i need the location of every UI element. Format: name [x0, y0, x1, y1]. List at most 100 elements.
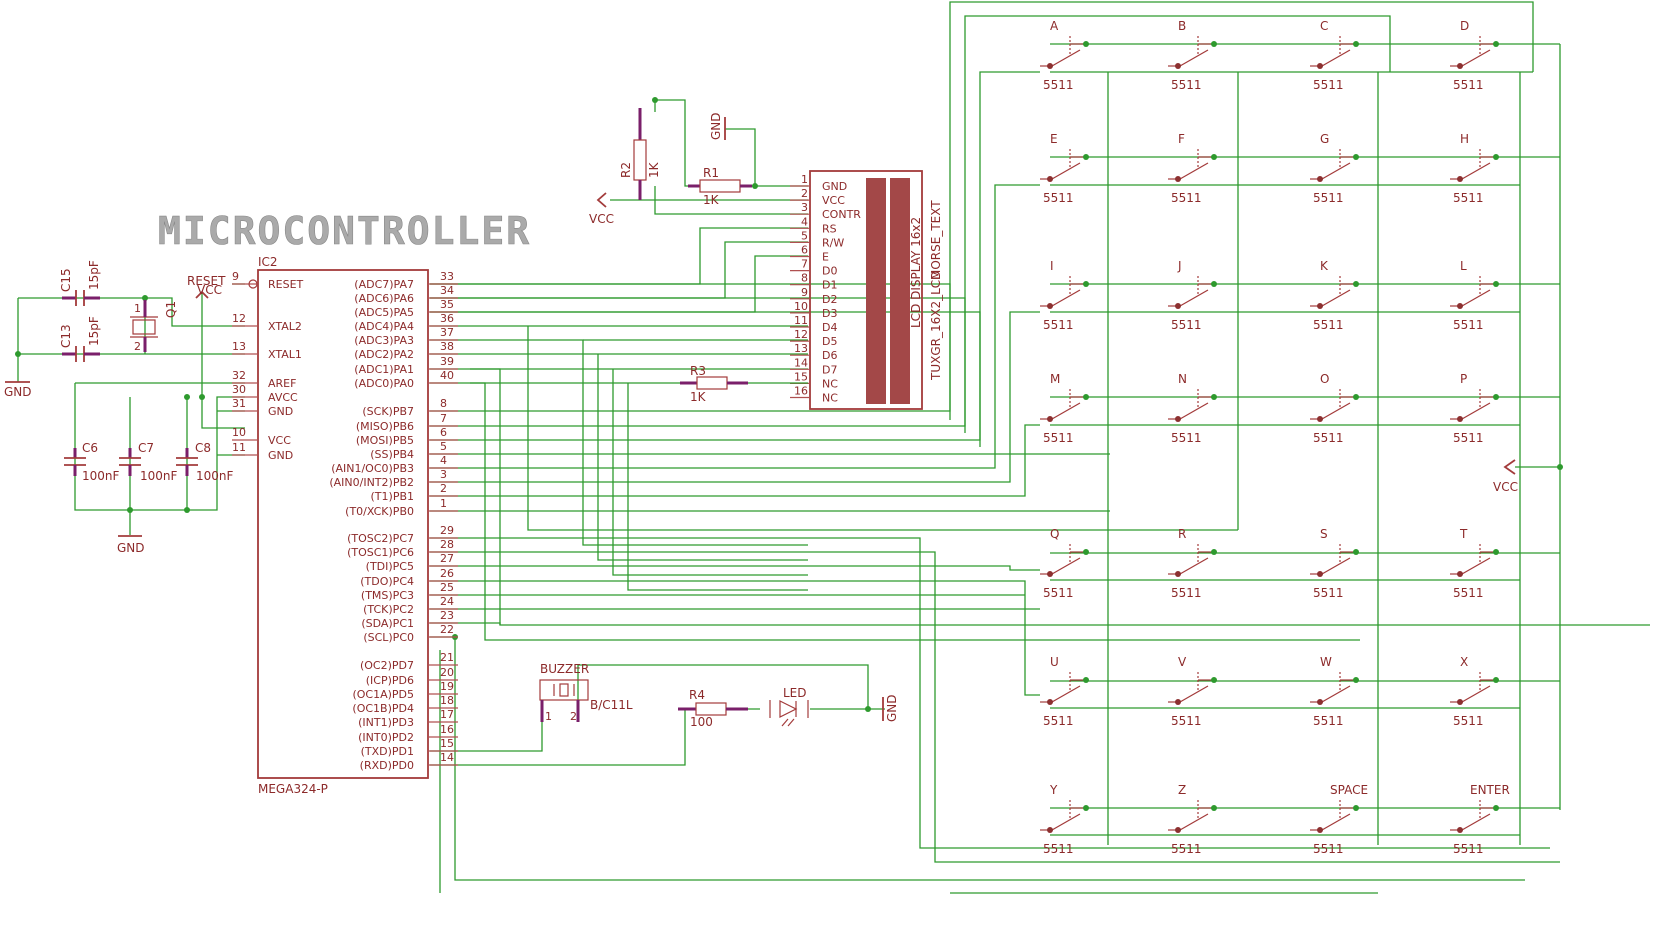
- key-node: [1083, 805, 1089, 811]
- key-contact: [1179, 402, 1209, 420]
- key-label: ENTER: [1470, 783, 1510, 797]
- key-contact: [1051, 289, 1081, 307]
- lcd-pin-number: 2: [801, 187, 808, 200]
- key-label: I: [1050, 259, 1054, 273]
- lcd-pin-number: 10: [794, 300, 808, 313]
- key-contact: [1179, 162, 1209, 180]
- key-contact: [1179, 557, 1209, 575]
- lcd-pin-name: D6: [822, 349, 837, 362]
- mcu-ic2: IC2 MEGA324-P 9RESET12XTAL213XTAL132AREF…: [232, 255, 458, 796]
- reset-label: RESET: [187, 274, 226, 288]
- mcu-right-pin-name: (MISO)PB6: [356, 420, 414, 433]
- key-part: 5511: [1453, 586, 1484, 600]
- lcd-pin-number: 5: [801, 229, 808, 242]
- mcu-left-pin-number: 32: [232, 369, 246, 382]
- key-node: [1083, 281, 1089, 287]
- key-node: [1211, 805, 1217, 811]
- key-part: 5511: [1043, 431, 1074, 445]
- key-label: L: [1460, 259, 1467, 273]
- c13-value: 15pF: [87, 316, 101, 346]
- key-node: [1083, 41, 1089, 47]
- key-label: M: [1050, 372, 1060, 386]
- key-part: 5511: [1313, 586, 1344, 600]
- lcd-pin-number: 12: [794, 328, 808, 341]
- mcu-right-pin-name: (ADC1)PA1: [354, 363, 414, 376]
- mcu-right-pin-name: (T0/XCK)PB0: [345, 505, 414, 518]
- mcu-part: MEGA324-P: [258, 782, 328, 796]
- key-label: O: [1320, 372, 1329, 386]
- reset-inversion-bubble: [248, 279, 258, 289]
- key-part: 5511: [1171, 842, 1202, 856]
- key-switch: M 5511: [1040, 372, 1089, 445]
- capacitor-c8: C8 100nF: [176, 441, 234, 483]
- mcu-right-pin-name: (TDI)PC5: [366, 560, 414, 573]
- q1-ref: Q1: [164, 301, 178, 318]
- r3-value: 1K: [690, 390, 707, 404]
- key-label: Y: [1049, 783, 1058, 797]
- key-label: A: [1050, 19, 1059, 33]
- key-part: 5511: [1171, 191, 1202, 205]
- mcu-right-pin-number: 39: [440, 355, 454, 368]
- mcu-left-pins: 9RESET12XTAL213XTAL132AREF30AVCC31GND10V…: [232, 270, 304, 462]
- key-node: [1317, 63, 1323, 69]
- mcu-left-pin-number: 12: [232, 312, 246, 325]
- mcu-right-pin-number: 7: [440, 412, 447, 425]
- r4-value: 100: [690, 715, 713, 729]
- key-node: [1211, 154, 1217, 160]
- schematic-title: MICROCONTROLLER: [158, 209, 531, 253]
- key-node: [1083, 394, 1089, 400]
- key-label: C: [1320, 19, 1328, 33]
- key-node: [1047, 63, 1053, 69]
- c8-ref: C8: [195, 441, 211, 455]
- resistor-r2: R2 1K: [619, 108, 661, 200]
- key-node: [1493, 677, 1499, 683]
- mcu-left-pin-name: RESET: [268, 278, 304, 291]
- mcu-left-pin-name: GND: [268, 405, 293, 418]
- key-label: D: [1460, 19, 1469, 33]
- mcu-right-pin-name: (T1)PB1: [371, 490, 414, 503]
- capacitor-c7: C7 100nF: [119, 441, 178, 483]
- lcd-pin-number: 1: [801, 173, 808, 186]
- mcu-left-pin-number: 9: [232, 270, 239, 283]
- key-part: 5511: [1043, 191, 1074, 205]
- mcu-right-pin-number: 15: [440, 737, 454, 750]
- mcu-right-pin-number: 6: [440, 426, 447, 439]
- key-contact: [1461, 49, 1491, 67]
- key-label: J: [1177, 259, 1182, 273]
- buzzer-pin2: 2: [570, 710, 577, 723]
- resistor-r1: R1 1K: [688, 166, 752, 207]
- key-part: 5511: [1171, 318, 1202, 332]
- key-node: [1175, 571, 1181, 577]
- key-node: [1353, 677, 1359, 683]
- key-label: H: [1460, 132, 1469, 146]
- key-part: 5511: [1453, 431, 1484, 445]
- c7-value: 100nF: [140, 469, 178, 483]
- key-node: [1047, 827, 1053, 833]
- key-label: T: [1459, 527, 1468, 541]
- r4-ref: R4: [689, 688, 705, 702]
- led: LED: [769, 686, 809, 727]
- key-contact: [1321, 813, 1351, 831]
- buzzer: BUZZER B/C11L 1 2: [539, 662, 633, 723]
- c7-ref: C7: [138, 441, 154, 455]
- key-part: 5511: [1171, 586, 1202, 600]
- mcu-right-pin-name: (INT0)PD2: [358, 731, 414, 744]
- key-node: [1175, 699, 1181, 705]
- capacitor-c13: C13 15pF: [59, 316, 101, 362]
- key-part: 5511: [1043, 714, 1074, 728]
- key-contact: [1179, 813, 1209, 831]
- mcu-right-pin-number: 34: [440, 284, 454, 297]
- key-contact: [1461, 402, 1491, 420]
- mcu-left-pin-number: 13: [232, 340, 246, 353]
- lcd-pins: 1GND2VCC3CONTR4RS5R/W6E7D08D19D210D311D4…: [790, 173, 861, 405]
- key-part: 5511: [1453, 78, 1484, 92]
- gnd-label-caps: GND: [117, 541, 145, 555]
